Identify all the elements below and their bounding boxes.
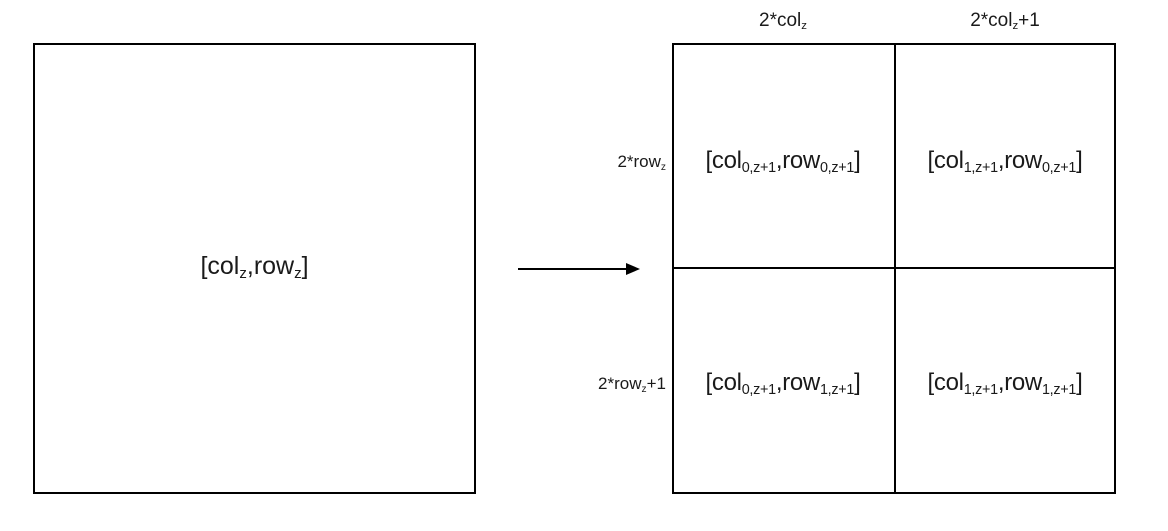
subdivision-arrow <box>518 263 640 275</box>
grid-horizontal-divider <box>672 267 1116 269</box>
column-header-1: 2*colz+1 <box>970 10 1040 33</box>
row-header-0: 2*rowz <box>617 152 666 173</box>
parent-tile-label: [colz,rowz] <box>200 252 309 283</box>
child-tile-label: [col0,z+1,row0,z+1] <box>705 147 861 177</box>
column-header-0: 2*colz <box>759 10 807 33</box>
child-tile-label: [col1,z+1,row1,z+1] <box>927 369 1083 399</box>
child-tile-label: [col1,z+1,row0,z+1] <box>927 147 1083 177</box>
row-header-1: 2*rowz+1 <box>598 374 666 395</box>
child-tile-label: [col0,z+1,row1,z+1] <box>705 369 861 399</box>
parent-tile <box>33 43 476 494</box>
